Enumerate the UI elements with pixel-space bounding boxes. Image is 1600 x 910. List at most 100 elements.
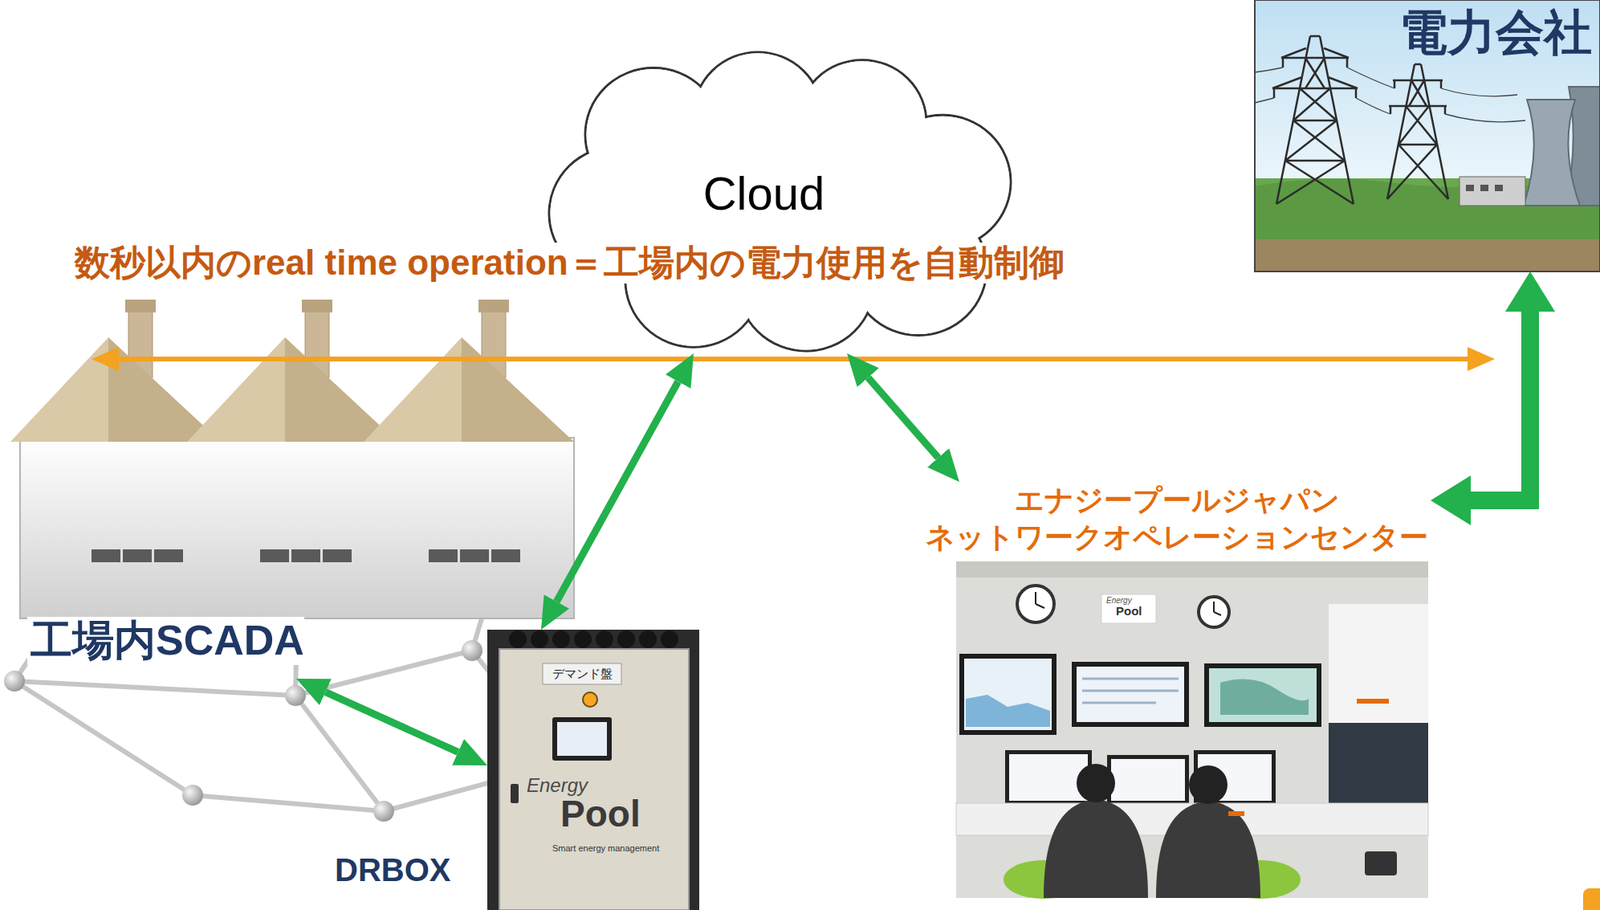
cloud-node: Cloud — [541, 48, 1021, 354]
factory-label: 工場内SCADA — [27, 616, 305, 665]
operation-center-photo — [1228, 810, 1245, 816]
operation-center-node: エナジープールジャパン ネットワークオペレーションセンター — [923, 481, 1431, 900]
operation-center-photo — [1209, 667, 1317, 722]
drbox-cabinet — [552, 716, 612, 761]
power-plant-illustration — [1387, 64, 1449, 200]
operation-center-photo — [1076, 666, 1185, 722]
panel-plate-label: デマンド盤 — [542, 666, 622, 680]
power-plant-illustration — [1254, 239, 1600, 272]
drbox-cabinet — [530, 630, 549, 648]
drbox-cabinet — [510, 783, 519, 803]
operation-center-photo — [1071, 661, 1189, 727]
factory-building — [10, 299, 575, 619]
operation-center-photo — [956, 561, 1429, 578]
power-plant-illustration — [1272, 36, 1449, 204]
edge-label: 数秒以内のreal time operation＝工場内の電力使用を自動制御 — [71, 242, 1065, 284]
factory-building — [478, 299, 509, 313]
grid-joint — [4, 639, 573, 822]
grid-joint — [373, 800, 395, 822]
drbox-cabinet — [542, 663, 622, 684]
operation-center-heading: エナジープールジャパン ネットワークオペレーションセンター — [923, 481, 1431, 556]
operation-center-photo — [959, 653, 1057, 735]
scada-drbox-link — [325, 692, 458, 753]
factory-building — [460, 549, 489, 562]
factory-building — [91, 549, 521, 562]
power-plant-illustration — [1523, 99, 1580, 206]
power-plant-illustration — [1494, 184, 1503, 192]
power-plant-illustration — [1465, 184, 1474, 192]
company-label: 電力会社 — [1399, 4, 1592, 61]
grid-joint — [461, 639, 483, 661]
factory-building — [428, 549, 458, 562]
cloud-drbox-link — [556, 381, 678, 602]
drbox-cabinet — [508, 630, 527, 648]
power-plant-illustration — [1274, 57, 1356, 98]
power-plant-illustration — [1459, 176, 1526, 206]
drbox-cabinet — [557, 721, 607, 756]
factory-building — [10, 337, 109, 442]
logo-word: Pool — [1115, 604, 1143, 617]
factory-node: 工場内SCADA — [16, 305, 579, 691]
operation-center-photo — [1035, 591, 1045, 608]
factory-building — [291, 549, 321, 562]
drbox-cabinet — [487, 629, 700, 910]
operation-center-photo — [1198, 596, 1230, 627]
cloud-center-link — [867, 377, 938, 458]
power-plant-illustration — [1254, 0, 1600, 272]
factory-building — [461, 337, 575, 442]
power-company-node: 電力会社 — [1254, 0, 1600, 272]
operation-center-photo — [964, 658, 1052, 730]
factory-building — [301, 299, 333, 313]
operation-center-photo — [1188, 765, 1228, 804]
operation-center-photo — [1213, 601, 1222, 615]
drbox-cabinet — [552, 630, 570, 648]
grid-joint — [4, 670, 25, 692]
factory-building — [363, 337, 462, 442]
operation-center-photo — [1220, 679, 1309, 716]
drbox-cabinet — [508, 630, 679, 648]
drbox-cabinet — [574, 630, 592, 648]
logo-word: Pool — [560, 794, 641, 832]
drbox-cabinet — [617, 630, 636, 648]
factory-building — [260, 549, 290, 562]
logo-word: Energy — [526, 773, 588, 797]
operation-center-photo — [956, 561, 1429, 898]
operation-center-photo — [1009, 753, 1088, 801]
operation-center-photo — [965, 694, 1051, 727]
operation-center-photo — [1017, 585, 1055, 623]
drbox-cabinet — [595, 630, 614, 648]
power-plant-illustration — [1272, 36, 1358, 204]
power-plant-illustration — [1254, 0, 1600, 272]
factory-building — [187, 337, 285, 442]
factory-building — [322, 549, 352, 562]
realtime-operation-line — [118, 356, 1468, 362]
factory-building — [20, 437, 575, 619]
power-plant-illustration — [1390, 80, 1446, 114]
operation-center-photo — [1156, 800, 1261, 898]
factory-building — [491, 549, 521, 562]
drbox-cabinet — [639, 630, 657, 648]
operation-center-photo — [1101, 594, 1157, 623]
operation-center-photo — [1204, 663, 1322, 727]
connectors — [118, 311, 1531, 752]
operation-center-photo — [1328, 603, 1429, 821]
power-plant-illustration — [1480, 184, 1489, 192]
operation-center-photo — [1082, 678, 1179, 703]
operation-center-photo — [956, 561, 1429, 899]
operation-center-photo — [1364, 850, 1397, 876]
operation-center-photo — [1107, 754, 1189, 807]
corner-tab — [1583, 887, 1600, 910]
drbox-label: DRBOX — [334, 850, 451, 888]
company-center-link — [1470, 311, 1531, 501]
logo-tagline: Smart energy management — [552, 842, 660, 854]
drbox-cabinet — [499, 648, 689, 910]
factory-building — [125, 299, 156, 313]
grid-joint — [182, 784, 204, 806]
operation-center-photo — [1356, 698, 1389, 704]
drbox-cabinet — [487, 629, 700, 910]
drbox-cabinet — [660, 630, 679, 648]
factory-building — [122, 549, 152, 562]
logo-word: Energy — [1106, 595, 1132, 606]
factory-building — [91, 549, 121, 562]
